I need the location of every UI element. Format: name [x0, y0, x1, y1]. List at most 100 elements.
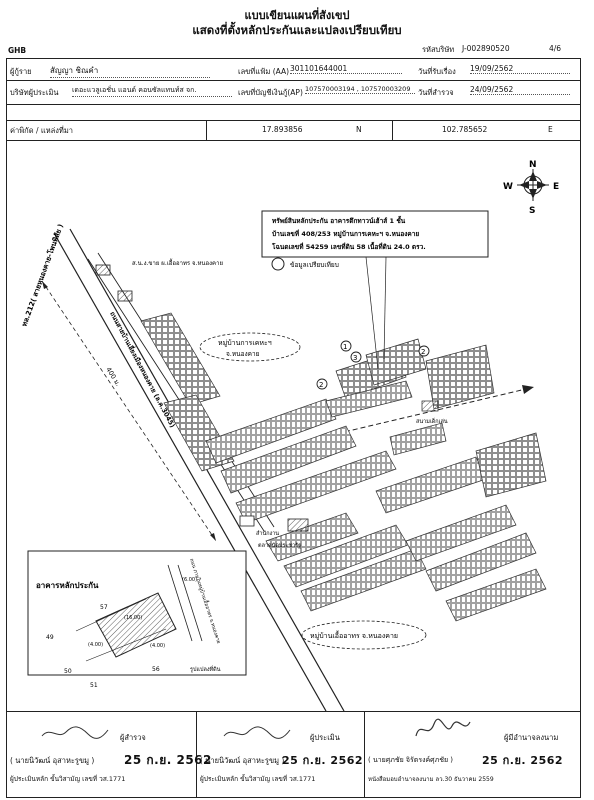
signature-date-1: 25 ก.ย. 2562 — [124, 753, 212, 767]
distance-line — [41, 280, 217, 542]
svg-text:1: 1 — [343, 343, 347, 351]
divider — [196, 711, 197, 798]
account-label: เลขที่บัญชีเงินกู้(AP) — [238, 88, 303, 97]
form-no-label: เลขที่แฟ้ม (AA) — [238, 67, 290, 76]
leader-line — [383, 256, 387, 360]
inset-title: อาคารหลักประกัน — [36, 581, 99, 590]
signature-license-2: ผู้ประเมินหลัก ขั้นวิสามัญ เลขที่ วส.177… — [200, 775, 316, 783]
form-frame — [6, 58, 581, 798]
village-bottom-label: หมู่บ้านเอื้ออาทร จ.หนองคาย — [310, 629, 398, 640]
longitude-direction: E — [548, 125, 553, 134]
company-label: บริษัทผู้ประเมิน — [10, 88, 59, 97]
svg-text:2: 2 — [319, 381, 323, 389]
page-number: 4/6 — [549, 44, 562, 53]
divider — [6, 140, 581, 141]
location-map: N S E W ทรัพย์สินหลักประกัน อาคารตึกทาวน… — [19, 160, 559, 711]
dimension-label: (4.00) — [88, 642, 103, 648]
dimension-label: (16.00) — [124, 615, 142, 621]
lot-number: 49 — [46, 634, 54, 641]
lot-number: 51 — [90, 682, 98, 689]
form-no-value: 301101644001 — [290, 64, 402, 74]
signature-role-2: ผู้ประเมิน — [310, 733, 340, 742]
ref-value: J-002890520 — [462, 44, 510, 53]
signature-name-2: ( นายนิวัฒน์ อุสาหะรูขมู ) — [200, 756, 285, 765]
signature-role-1: ผู้สำรวจ — [120, 733, 146, 742]
collateral-box — [261, 210, 489, 258]
latitude-value: 17.893856 — [262, 125, 303, 134]
highway-212 — [53, 228, 345, 711]
longitude-value: 102.785652 — [442, 125, 488, 134]
dimension-label: (4.00) — [150, 643, 165, 649]
signature-name-3: ( นายศุภชัย จิรัตรงค์ศุภชัย ) — [368, 756, 454, 764]
divider — [6, 104, 581, 105]
signature-license-3: หนังสือมอบอำนาจลงนาม ลว.30 ธันวาคม 2559 — [368, 776, 494, 783]
signature-mark — [415, 718, 471, 737]
lot-number: 56 — [152, 666, 160, 673]
collateral-line3: โฉนดเลขที่ 54259 เลขที่ดิน 58 เนื้อที่ดิ… — [271, 241, 426, 251]
form-subtitle: แสดงที่ตั้งหลักประกันและแปลงเปรียบเทียบ — [192, 23, 402, 37]
company-value: เดอะแวลูเอชั่น แอนด์ คอนซัลแทนท์ส จก. — [72, 85, 232, 97]
collateral-plot — [75, 564, 203, 662]
village-top-oval — [199, 332, 301, 362]
village-bottom-oval — [301, 620, 427, 650]
divider — [364, 711, 365, 798]
compare-marker: 2 — [316, 378, 328, 390]
direction-arrow — [305, 385, 534, 442]
account-value: 107570003194 , 107570003209 — [305, 85, 415, 94]
compare-marker: 2 — [418, 345, 430, 357]
playground-icon — [421, 400, 439, 412]
landmark-office-label: ส.น.ง.ขาย ผ.เอื้ออาทร จ.หนองคาย — [132, 257, 223, 267]
village-top-sub: จ.หนองคาย — [226, 350, 260, 358]
compass-w: W — [503, 182, 513, 192]
road-main-label: ทล.212( สายหนองคาย-โพนพิสัย ) — [19, 223, 65, 328]
divider — [206, 120, 207, 140]
compare-marker: 1 — [340, 340, 352, 352]
applicant-label: ผู้กู้ราย — [10, 67, 32, 76]
svg-text:2: 2 — [421, 348, 425, 356]
coords-label: ค่าพิกัด / แหล่งที่มา — [10, 126, 74, 135]
lot-number: 50 — [64, 668, 72, 675]
ref-label: รหัสบริษัท — [422, 45, 455, 54]
divider — [392, 120, 393, 140]
signature-role-3: ผู้มีอำนาจลงนาม — [504, 733, 559, 742]
compare-legend-icon — [271, 257, 285, 271]
landmark-market: ตลาดนัดประชารัฐ — [258, 542, 301, 549]
survey-label: วันที่สำรวจ — [418, 88, 454, 97]
building-icon — [95, 264, 133, 302]
signature-name-1: ( นายนิวัฒน์ อุสาหะรูขมู ) — [10, 756, 95, 765]
signature-mark — [41, 726, 109, 739]
compass-s: S — [529, 206, 535, 216]
survey-value: 24/09/2562 — [470, 85, 570, 95]
divider — [6, 120, 581, 121]
village-top-label: หมู่บ้านการเคหะฯ — [218, 339, 272, 347]
org-code: GHB — [8, 46, 27, 55]
landmark-office: สำนักงาน — [256, 530, 279, 537]
compare-legend: ข้อมูลเปรียบเทียบ — [290, 261, 339, 269]
divider — [6, 80, 581, 81]
svg-text:3: 3 — [353, 354, 357, 362]
leader-line — [365, 256, 379, 370]
received-label: วันที่รับเรื่อง — [418, 67, 456, 76]
landmark-building-icon — [287, 518, 309, 532]
dimension-label: (6.00) — [182, 577, 197, 583]
distance-label: 400 ม. — [104, 366, 122, 388]
applicant-value: สัญญา ชิณคำ — [50, 64, 210, 78]
latitude-direction: N — [356, 125, 362, 134]
lot-number: 57 — [100, 604, 108, 611]
collateral-line2: บ้านเลขที่ 408/253 หมู่บ้านการเคหะฯ จ.หน… — [272, 228, 419, 239]
compare-marker: 3 — [350, 351, 362, 363]
landmark-playground: สนามเด็กเล่น — [416, 417, 448, 425]
signature-license-1: ผู้ประเมินหลัก ขั้นวิสามัญ เลขที่ วส.177… — [10, 775, 126, 783]
collateral-line1: ทรัพย์สินหลักประกัน อาคารตึกทาวน์เฮ้าส์ … — [272, 215, 406, 225]
signature-date-3: 25 ก.ย. 2562 — [482, 754, 564, 767]
signature-date-2: 25 ก.ย. 2562 — [282, 754, 364, 767]
received-value: 19/09/2562 — [470, 64, 570, 74]
inset-scale-label: รูปแปลงที่ดิน — [190, 665, 221, 673]
compass-icon — [517, 169, 549, 201]
landmark-building-icon — [239, 515, 255, 527]
form-title: แบบเขียนแผนที่สังเขป — [244, 9, 350, 22]
signature-mark — [223, 726, 291, 739]
divider — [6, 711, 581, 712]
compass-n: N — [529, 160, 537, 170]
compass-e: E — [553, 182, 559, 192]
